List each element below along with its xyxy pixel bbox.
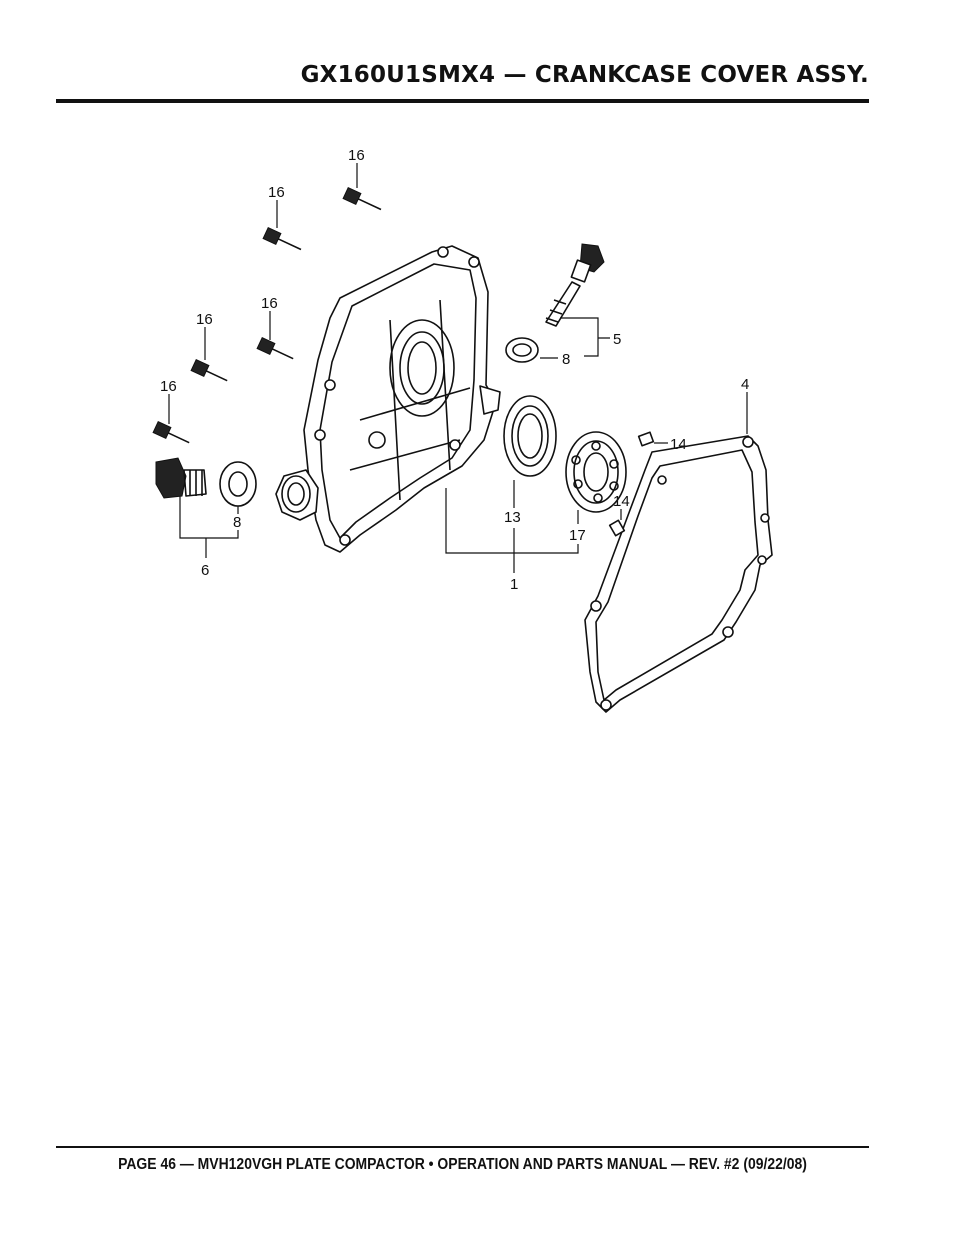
callout-6: 6 — [201, 562, 209, 579]
callout-14-a: 14 — [670, 436, 687, 453]
header-rule — [56, 99, 869, 103]
bearing-part-17 — [565, 431, 627, 513]
callout-8-upper: 8 — [562, 351, 570, 368]
washer-part-8-lower — [219, 461, 257, 507]
crankcase-cover-part-1 — [275, 245, 501, 553]
footer-rule — [56, 1146, 869, 1148]
callout-5: 5 — [613, 331, 621, 348]
callout-16-a: 16 — [348, 147, 365, 164]
callout-leaders — [168, 163, 748, 573]
oil-seal-part-13 — [503, 395, 557, 477]
callout-17: 17 — [569, 527, 586, 544]
flange-bolts-part-16 — [152, 186, 382, 444]
gasket-part-4 — [584, 435, 773, 713]
drain-plug-part-6 — [155, 457, 207, 499]
callout-labels: 16 16 16 16 16 5 8 4 14 14 13 17 1 8 6 — [160, 147, 749, 593]
dowel-pins-part-14 — [608, 431, 655, 537]
callout-16-c: 16 — [261, 295, 278, 312]
page-footer: PAGE 46 — MVH120VGH PLATE COMPACTOR • OP… — [118, 1156, 807, 1173]
page-title: GX160U1SMX4 — CRANKCASE COVER ASSY. — [300, 62, 869, 88]
oil-seal-part-8-upper — [505, 337, 539, 363]
callout-4: 4 — [741, 376, 749, 393]
oil-filler-cap-part-5 — [545, 243, 605, 327]
callout-13: 13 — [504, 509, 521, 526]
callout-8-lower: 8 — [233, 514, 241, 531]
callout-16-e: 16 — [160, 378, 177, 395]
callout-16-d: 16 — [196, 311, 213, 328]
callout-16-b: 16 — [268, 184, 285, 201]
callout-1: 1 — [510, 576, 518, 593]
callout-14-b: 14 — [613, 493, 630, 510]
